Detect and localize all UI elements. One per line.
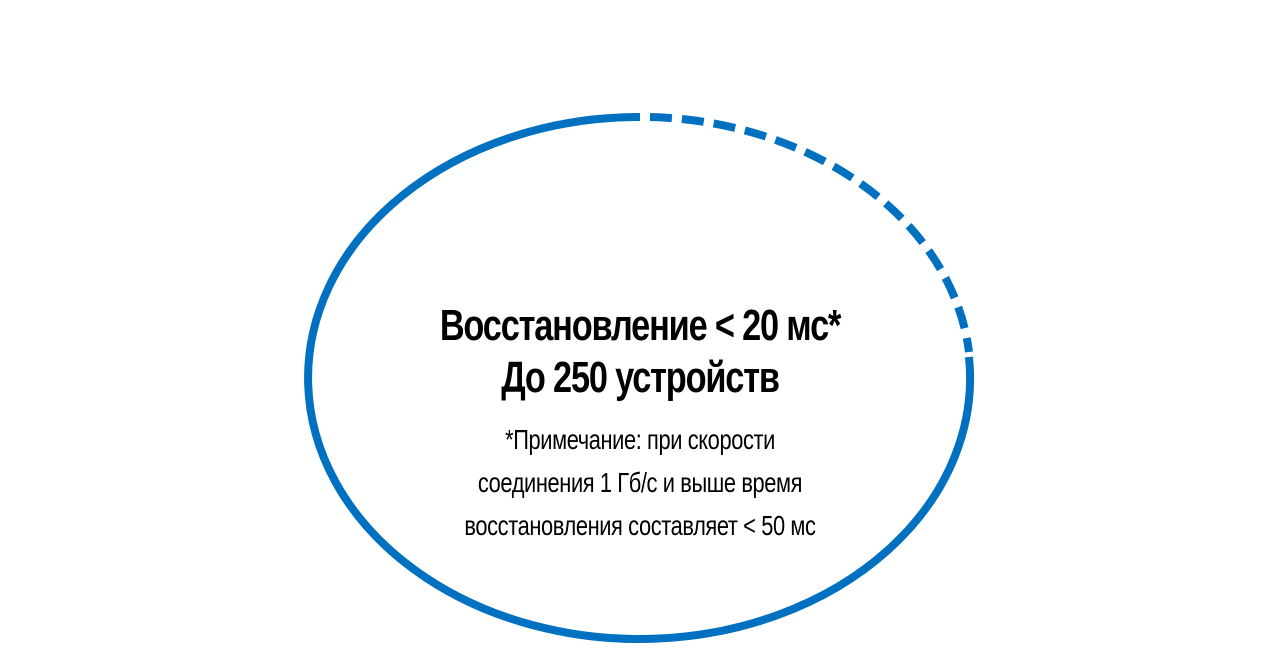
headline-recovery-time: Восстановление < 20 мс*: [439, 301, 842, 350]
note-line-3: восстановления составляет < 50 мс: [464, 510, 816, 541]
headline-block: Восстановление < 20 мс* До 250 устройств: [340, 300, 940, 404]
note-line-2: соединения 1 Гб/с и выше время: [477, 467, 803, 498]
note-block: *Примечание: при скорости соединения 1 Г…: [340, 418, 940, 547]
ring-solid-arc: [304, 112, 975, 643]
note-line-1: *Примечание: при скорости: [505, 424, 775, 455]
headline-device-count: До 250 устройств: [501, 353, 780, 402]
ring-dashed-arc: [649, 113, 973, 353]
